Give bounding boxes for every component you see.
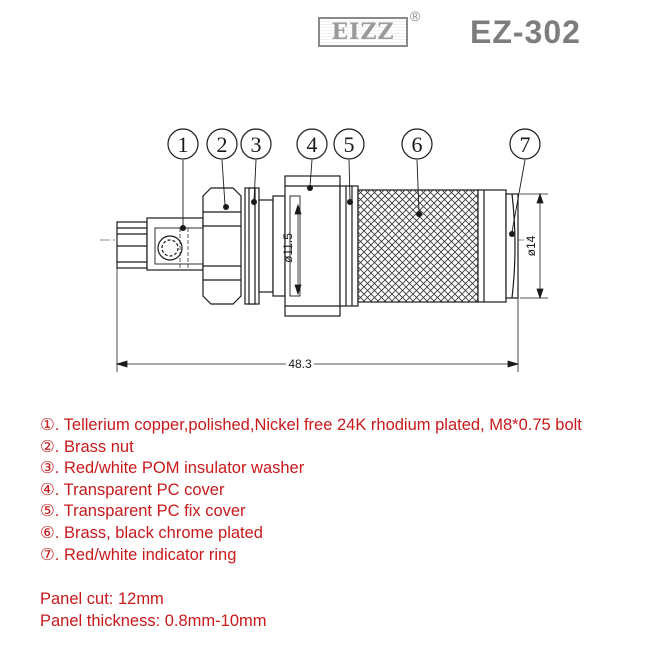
callout-2-circle (206, 128, 238, 160)
callout-2-label: 2 (217, 132, 228, 157)
callout-1-label: 1 (178, 132, 189, 157)
callout-7-label: 7 (520, 132, 531, 157)
brand-logo: EIZZ (318, 17, 408, 47)
part-description: . Brass, black chrome plated (54, 523, 263, 542)
part-item: ②. Brass nut (40, 437, 582, 459)
part-number: ② (40, 437, 55, 456)
knurled-body (357, 189, 507, 303)
length-label: 48.3 (288, 357, 312, 371)
length-dimension (115, 268, 520, 372)
indicator-ring (505, 193, 519, 299)
part-item: ⑤. Transparent PC fix cover (40, 501, 582, 523)
callout-1-circle (167, 128, 199, 160)
callout-4-label: 4 (307, 132, 318, 157)
part-description: . Red/white POM insulator washer (54, 459, 305, 478)
brand-logo-text: EIZZ (331, 19, 395, 45)
part-description: . Transparent PC cover (54, 480, 225, 499)
part-description: . Tellerium copper,polished,Nickel free … (54, 416, 582, 434)
callout-6-circle (401, 128, 433, 160)
brass-nut (202, 187, 242, 305)
outer-diameter-label: ø14 (524, 235, 538, 256)
inner-diameter-dimension (294, 203, 302, 296)
callout-4-circle (296, 128, 328, 160)
part-number: ⑦ (40, 545, 55, 564)
callout-5-circle (333, 128, 365, 160)
part-number: ⑥ (40, 523, 55, 542)
part-number: ⑤ (40, 502, 55, 521)
model-number: EZ-302 (470, 14, 581, 50)
leader-lines (182, 159, 526, 233)
bolt-end (116, 217, 204, 271)
panel-thickness: Panel thickness: 0.8mm-10mm (40, 612, 267, 630)
part-item: ⑦. Red/white indicator ring (40, 545, 582, 567)
callout-3-circle (240, 128, 272, 160)
part-number: ③ (40, 459, 55, 478)
pc-fix-cover (339, 185, 359, 307)
parts-list: ①. Tellerium copper,polished,Nickel free… (40, 415, 582, 566)
callout-3-label: 3 (251, 132, 262, 157)
insulator-washer (244, 187, 286, 305)
part-item: ①. Tellerium copper,polished,Nickel free… (40, 415, 582, 437)
part-item: ④. Transparent PC cover (40, 480, 582, 502)
part-description: . Red/white indicator ring (54, 545, 237, 564)
panel-specs: Panel cut: 12mm Panel thickness: 0.8mm-1… (40, 588, 267, 632)
outer-diameter-dimension (520, 192, 548, 300)
callout-7-circle (509, 128, 541, 160)
part-description: . Brass nut (54, 437, 134, 456)
pc-cover (284, 175, 341, 317)
panel-cut: Panel cut: 12mm (40, 590, 164, 608)
registered-mark: ® (410, 8, 421, 24)
technical-drawing: 1 2 3 4 5 6 7 48.3 ø11.5 ø14 (100, 128, 548, 374)
callout-6-label: 6 (412, 132, 423, 157)
part-number: ④ (40, 480, 55, 499)
callout-circles (167, 128, 541, 160)
part-item: ③. Red/white POM insulator washer (40, 458, 582, 480)
callout-5-label: 5 (344, 132, 355, 157)
part-number: ① (40, 416, 55, 434)
part-description: . Transparent PC fix cover (54, 502, 246, 521)
part-item: ⑥. Brass, black chrome plated (40, 523, 582, 545)
header: EIZZ ® EZ-302 (0, 0, 650, 70)
inner-diameter-label: ø11.5 (281, 233, 295, 263)
